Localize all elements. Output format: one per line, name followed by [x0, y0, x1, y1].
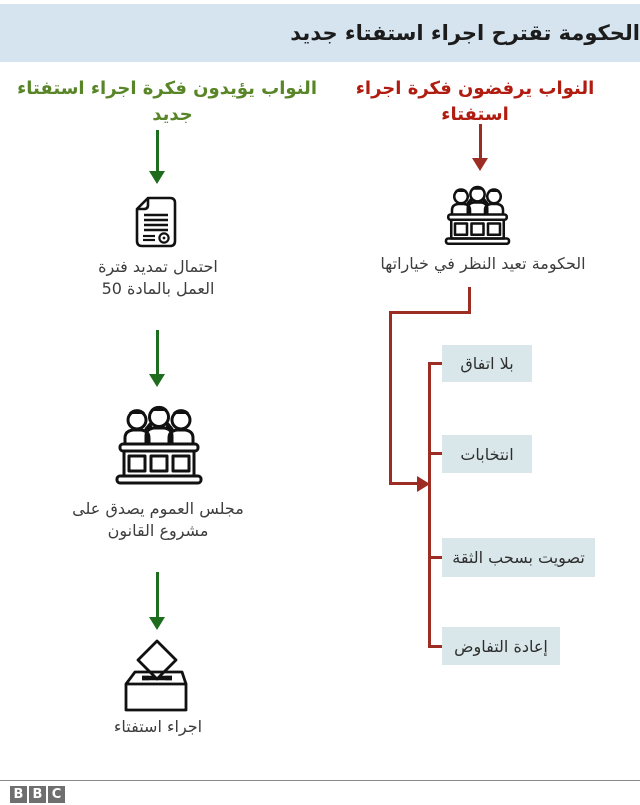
branch-stub: [428, 452, 442, 455]
support-step2-caption-line2: مشروع القانون: [107, 521, 209, 540]
branch-line: [428, 363, 431, 648]
option-box-no-deal: بلا اتفاق: [442, 345, 532, 382]
connector-line: [468, 287, 471, 314]
ballot-box-icon: [124, 639, 188, 712]
support-step2-caption-line1: مجلس العموم يصدق على: [72, 499, 244, 518]
support-step1-caption: احتمال تمديد فترة العمل بالمادة 50: [0, 256, 316, 300]
connector-line: [389, 311, 471, 314]
branch-stub: [428, 362, 442, 365]
header-band: الحكومة تقترح اجراء استفتاء جديد: [0, 4, 640, 62]
bbc-logo-block: B: [10, 786, 27, 803]
support-column-header-line1: النواب يؤيدون فكرة اجراء استفتاء: [17, 78, 317, 99]
support-step3-caption-line1: اجراء استفتاء: [113, 717, 203, 736]
connector-line: [389, 311, 392, 485]
support-column-header: النواب يؤيدون فكرة اجراء استفتاء جديد: [8, 76, 317, 128]
page-title: الحكومة تقترح اجراء استفتاء جديد: [290, 21, 640, 45]
reject-step-caption: الحكومة تعيد النظر في خياراتها: [380, 254, 586, 273]
right-arrowhead-icon: [417, 475, 430, 492]
branch-stub: [428, 645, 442, 648]
support-step3-caption: اجراء استفتاء: [0, 716, 316, 738]
support-step2-caption: مجلس العموم يصدق على مشروع القانون: [0, 498, 316, 542]
bbc-logo-block: C: [48, 786, 65, 803]
option-box-no-confidence-vote: تصويت بسحب الثقة: [442, 538, 595, 577]
branch-stub: [428, 556, 442, 559]
document-icon: [135, 196, 177, 248]
bbc-logo: B B C: [10, 786, 65, 803]
bbc-logo-block: B: [29, 786, 46, 803]
support-column-header-line2: جديد: [152, 104, 193, 125]
footer-divider: [0, 780, 640, 781]
connector-line: [389, 482, 418, 485]
support-step1-caption-line1: احتمال تمديد فترة: [98, 257, 218, 276]
down-arrow-icon: [472, 124, 488, 171]
down-arrow-icon: [149, 572, 165, 630]
support-step1-caption-line2: العمل بالمادة 50: [101, 279, 215, 298]
option-box-elections: انتخابات: [442, 435, 532, 473]
reject-column-header: النواب يرفضون فكرة اجراء استفتاء: [355, 78, 595, 125]
down-arrow-icon: [149, 130, 165, 184]
option-box-renegotiation: إعادة التفاوض: [442, 627, 560, 665]
down-arrow-icon: [149, 330, 165, 387]
parliament-icon: [115, 405, 203, 485]
parliament-icon: [444, 185, 511, 246]
